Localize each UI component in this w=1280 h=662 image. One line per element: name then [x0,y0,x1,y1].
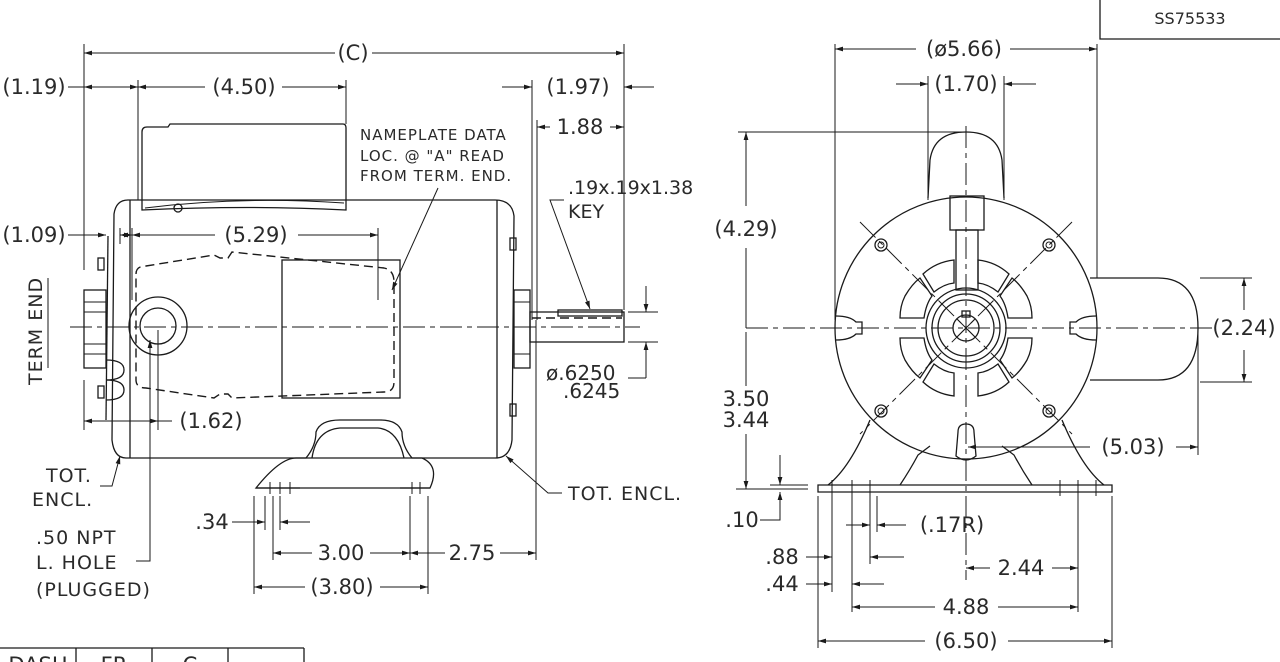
base-feet [817,484,1113,493]
drawing-number-box: SS75533 [1099,0,1280,40]
dim-side-box: (2.24) [1212,316,1275,340]
dim-foot-slot: .34 [195,510,228,534]
dim-foot-spacing-end: 4.88 [943,595,990,619]
dim-conduit-box-length: (4.50) [212,75,275,99]
dim-term-end-offset: (1.19) [2,75,65,99]
end-view: (ø5.66) (1.70) (4.29) 3.50 3.44 .10 (2.2… [714,37,1275,653]
table-header-dash: DASH [8,653,67,662]
vent-openings [899,259,1033,397]
conduit-outline-dashed [135,251,395,399]
tot-encl-right: TOT. ENCL. [567,483,682,505]
table-header-fr: FR [101,653,128,662]
dim-base-width: (6.50) [934,629,997,653]
dim-nameplate-span: (5.29) [224,223,287,247]
dim-shaft-height-min: 3.44 [723,408,770,432]
dim-box-width: (1.70) [934,72,997,96]
dim-shaft-extension: (1.97) [546,75,609,99]
motor-body [111,199,515,459]
lead-hole-note-line-1: .50 NPT [36,527,117,549]
tot-encl-left-line-1: TOT. [45,465,92,487]
dim-base-thickness: .10 [725,508,758,532]
dim-frame-diameter: (ø5.66) [926,37,1002,61]
dim-shaft-height-max: 3.50 [723,387,770,411]
side-conduit-box [1090,277,1199,381]
dim-foot-spacing: 3.00 [318,541,365,565]
lead-hole-note-line-2: L. HOLE [36,552,118,574]
lead-hole-note-line-3: (PLUGGED) [36,579,151,601]
dim-overall-length: (C) [337,41,368,65]
nameplate [281,259,401,399]
mounting-foot [254,419,435,489]
shaft-diameter-max: ø.6250 [546,361,616,385]
dim-endshield-offset: (1.09) [2,223,65,247]
table-header-c: C [183,653,198,662]
dim-foot-to-shaft: 2.75 [449,541,496,565]
nameplate-note-line-3: FROM TERM. END. [360,167,512,185]
side-view: (C) (1.19) (4.50) (1.97) 1.88 NAMEPLATE … [2,41,693,601]
dim-side-box-reach: (5.03) [1101,435,1164,459]
dim-shaft-usable: 1.88 [557,115,604,139]
bearing-hub-left [83,289,107,369]
nameplate-note-line-1: NAMEPLATE DATA [360,126,507,144]
drawing-number: SS75533 [1154,9,1225,28]
conduit-box [141,123,347,211]
dim-slot-radius: (.17R) [920,513,984,537]
dim-lead-hole: (1.62) [179,409,242,433]
shaft-diameter-min: .6245 [563,379,620,403]
dim-base-length: (3.80) [310,575,373,599]
dim-box-height: (4.29) [714,217,777,241]
dim-slot-outer: .88 [765,545,798,569]
tot-encl-left-line-2: ENCL. [32,489,93,511]
dim-half-spacing: 2.44 [998,556,1045,580]
term-end-label: TERM END [25,277,47,386]
dimension-table: DASH FR C [0,647,305,662]
dim-slot-inner: .44 [765,572,798,596]
key-note-line-2: KEY [568,201,604,223]
tie-bolts [874,238,1056,418]
nameplate-note-line-2: LOC. @ "A" READ [360,147,505,165]
key-note-line-1: .19x.19x1.38 [568,177,693,199]
